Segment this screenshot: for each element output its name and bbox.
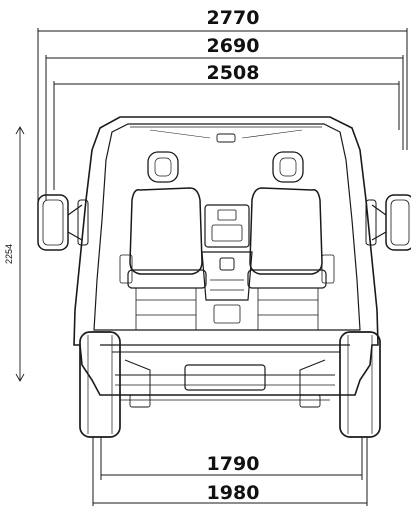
- dimension-1790: 1790: [100, 437, 363, 480]
- dimension-2254: 2254: [4, 126, 25, 382]
- dimension-label-1980: 1980: [207, 482, 260, 504]
- dimension-2770: 2770: [37, 7, 408, 245]
- chassis: [100, 344, 350, 408]
- right-wheel: [339, 331, 381, 438]
- dimension-label-2508: 2508: [207, 62, 260, 84]
- van-body: [73, 116, 379, 396]
- dimension-2690: 2690: [45, 35, 404, 200]
- dimension-2508: 2508: [53, 62, 400, 190]
- dashboard-console: [201, 204, 253, 324]
- dimension-label-2770: 2770: [207, 7, 260, 29]
- dimension-1980: 1980: [92, 437, 368, 506]
- dimension-label-1790: 1790: [207, 453, 260, 475]
- dimension-label-2254: 2254: [4, 244, 14, 264]
- left-wheel: [79, 331, 121, 438]
- right-seat: [247, 151, 335, 330]
- right-mirror: [365, 194, 411, 251]
- dimension-label-2690: 2690: [207, 35, 260, 57]
- left-seat: [119, 151, 207, 330]
- left-mirror: [37, 194, 89, 251]
